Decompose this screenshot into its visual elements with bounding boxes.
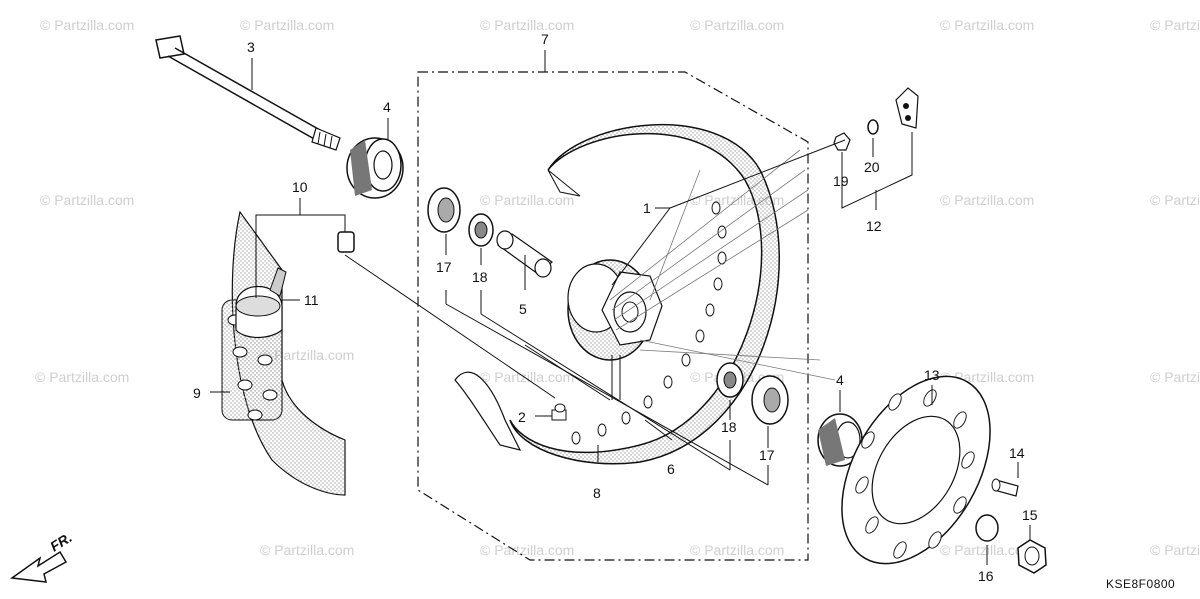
washer-20	[867, 119, 879, 135]
callout-2: 2	[518, 409, 526, 425]
front-axle	[155, 35, 341, 151]
watermark: © Partzilla.com	[940, 192, 1034, 208]
front-direction-indicator: FR.	[9, 529, 75, 583]
direction-label: FR.	[47, 529, 75, 555]
watermark: © Partzilla.com	[480, 17, 574, 33]
spoke-nipple	[551, 403, 567, 421]
valve-cap	[337, 231, 355, 253]
axle-collar-right	[817, 413, 863, 467]
watermark: © Partzilla.com	[260, 347, 354, 363]
callout-4: 4	[836, 372, 844, 388]
disc-bolt	[991, 478, 1019, 497]
callout-17: 17	[759, 447, 775, 463]
callout-20: 20	[864, 159, 880, 175]
wheel-assembly-boundary	[417, 71, 809, 561]
callout-9: 9	[193, 385, 201, 401]
callout-14: 14	[1009, 445, 1025, 461]
callout-12: 12	[866, 218, 882, 234]
callout-8: 8	[593, 485, 601, 501]
dust-seal-right	[751, 375, 789, 425]
bearing-right	[716, 362, 744, 398]
watermark: © Partzilla.com	[240, 17, 334, 33]
callout-11: 11	[304, 292, 319, 308]
callout-7: 7	[541, 31, 549, 47]
watermark: © Partzilla.com	[1150, 17, 1200, 33]
callout-4: 4	[383, 99, 391, 115]
axle-nut	[1017, 539, 1047, 574]
callout-18: 18	[721, 419, 737, 435]
bearing-left	[468, 213, 494, 247]
callout-6: 6	[667, 461, 675, 477]
callout-16: 16	[978, 568, 994, 584]
diagram-code: KSE8F0800	[1106, 577, 1175, 591]
watermark: © Partzilla.com	[260, 542, 354, 558]
watermark: © Partzilla.com	[690, 542, 784, 558]
callout-5: 5	[519, 301, 527, 317]
watermark: © Partzilla.com	[940, 17, 1034, 33]
watermark: © Partzilla.com	[690, 17, 784, 33]
callout-3: 3	[247, 39, 255, 55]
callouts: 3 4 10 11 9 7 1 17 18 5 2 6 8 18 17 4 13…	[193, 31, 1038, 584]
spokes	[609, 149, 836, 381]
watermark: © Partzilla.com	[1150, 192, 1200, 208]
bracket-12	[895, 87, 919, 129]
watermark: © Partzilla.com	[40, 192, 134, 208]
watermark: © Partzilla.com	[480, 192, 574, 208]
brake-disc	[841, 375, 991, 565]
watermark: © Partzilla.com	[480, 369, 574, 385]
callout-19: 19	[833, 173, 849, 189]
callout-13: 13	[924, 367, 940, 383]
callout-1: 1	[643, 200, 651, 216]
axle-collar-left	[346, 137, 404, 199]
watermark: © Partzilla.com	[1150, 369, 1200, 385]
callout-10: 10	[292, 179, 308, 195]
dust-seal-left	[427, 187, 461, 233]
washer	[975, 514, 999, 542]
watermark: © Partzilla.com	[40, 17, 134, 33]
rim	[454, 123, 780, 465]
watermark: © Partzilla.com	[35, 369, 129, 385]
watermark: © Partzilla.com	[1150, 542, 1200, 558]
callout-17: 17	[436, 259, 452, 275]
inner-tube	[235, 267, 287, 339]
callout-18: 18	[472, 269, 488, 285]
leader-lines	[210, 50, 1031, 565]
watermark: © Partzilla.com	[480, 542, 574, 558]
callout-15: 15	[1022, 507, 1038, 523]
hub	[567, 259, 663, 400]
